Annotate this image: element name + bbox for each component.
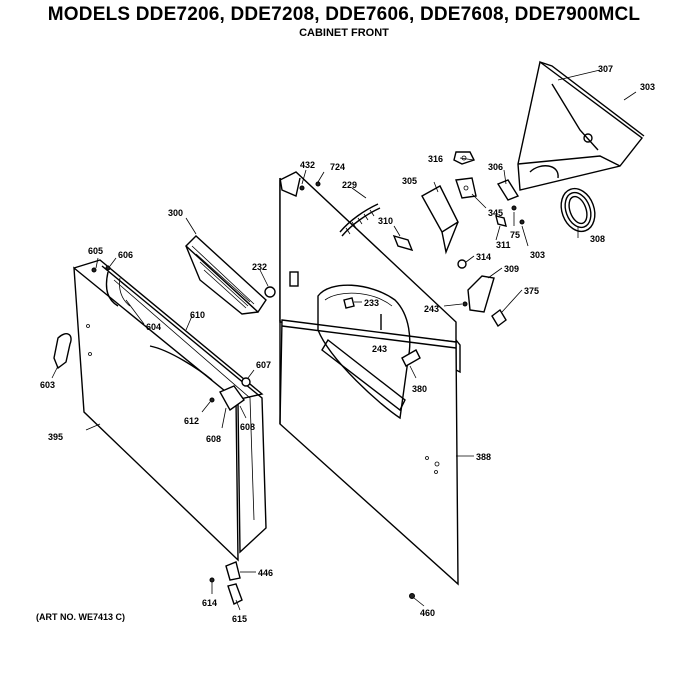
callout-303: 303 [640, 82, 655, 92]
door-seal [105, 271, 119, 307]
callout-306: 306 [488, 162, 503, 172]
callout-380: 380 [412, 384, 427, 394]
callout-607: 607 [256, 360, 271, 370]
duct-hose [339, 203, 381, 237]
callout-309: 309 [504, 264, 519, 274]
callout-243: 243 [424, 304, 439, 314]
callout-606: 606 [118, 250, 133, 260]
page-title: MODELS DDE7206, DDE7208, DDE7606, DDE760… [47, 4, 641, 25]
page-subtitle: CABINET FRONT [299, 27, 389, 39]
callout-388: 388 [476, 452, 491, 462]
door-outer-panel [73, 259, 264, 562]
callout-724: 724 [330, 162, 345, 172]
leader-lines [51, 69, 637, 611]
callout-614: 614 [202, 598, 217, 608]
callout-305: 305 [402, 176, 417, 186]
callout-608-left: 608 [206, 434, 221, 444]
callout-232: 232 [252, 262, 267, 272]
callout-605: 605 [88, 246, 103, 256]
callout-610: 610 [190, 310, 205, 320]
callout-labels: 307 303 316 306 305 345 75 303 308 432 7… [40, 64, 655, 624]
door-inner-liner [101, 265, 267, 554]
callout-233: 233 [364, 298, 379, 308]
drum-seal-ring [560, 187, 596, 233]
callout-310: 310 [378, 216, 393, 226]
callout-460: 460 [420, 608, 435, 618]
callout-375: 375 [524, 286, 539, 296]
callout-345: 345 [488, 208, 503, 218]
callout-307: 307 [598, 64, 613, 74]
callout-75: 75 [510, 230, 520, 240]
rear-bulkhead [517, 60, 645, 191]
lint-filter [184, 235, 267, 315]
callout-308: 308 [590, 234, 605, 244]
callout-311: 311 [496, 240, 511, 250]
callout-229: 229 [342, 180, 357, 190]
small-parts [53, 151, 525, 605]
callout-432: 432 [300, 160, 315, 170]
callout-603: 603 [40, 380, 55, 390]
duct-hose-ribs [345, 209, 375, 235]
callout-243-panel: 243 [372, 344, 387, 354]
callout-300: 300 [168, 208, 183, 218]
callout-608-right: 608 [240, 422, 255, 432]
callout-615: 615 [232, 614, 247, 624]
callout-316: 316 [428, 154, 443, 164]
callout-303-lower: 303 [530, 250, 545, 260]
cabinet-front-panel [279, 171, 461, 586]
callout-612: 612 [184, 416, 199, 426]
callout-395: 395 [48, 432, 63, 442]
callout-446: 446 [258, 568, 273, 578]
callout-314: 314 [476, 252, 491, 262]
art-number: (ART NO. WE7413 C) [36, 612, 126, 622]
callout-604: 604 [146, 322, 161, 332]
